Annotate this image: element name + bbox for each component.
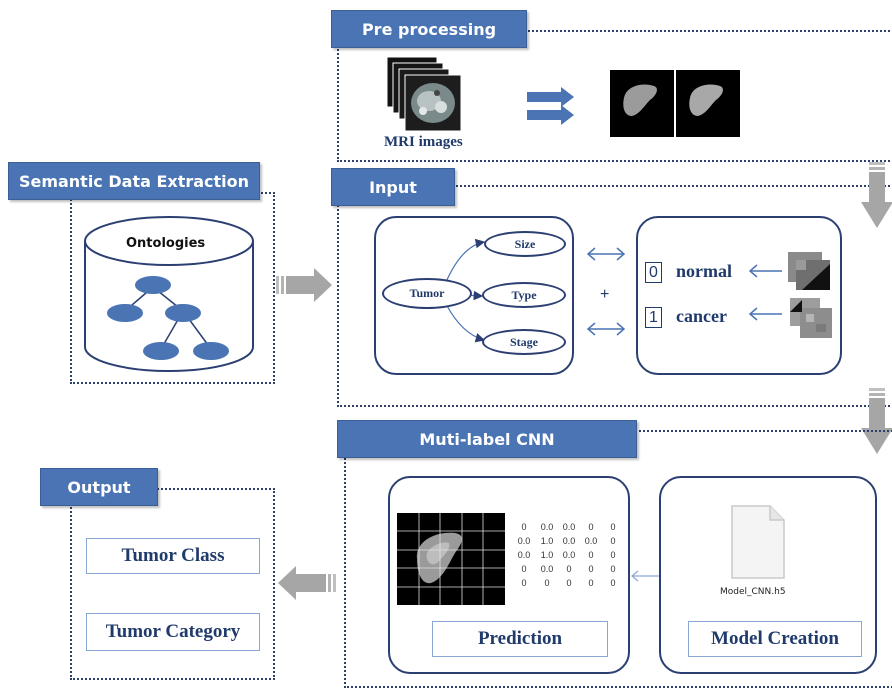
class-label-normal: normal: [676, 261, 732, 281]
arrow-left-icon: [748, 307, 784, 321]
matrix-cell: 0: [544, 578, 550, 588]
class-label-cancer: cancer: [676, 306, 727, 326]
plus-sign: +: [600, 286, 610, 303]
model-creation-label: Model Creation: [688, 621, 862, 657]
preprocessing-panel: [337, 30, 892, 162]
size-node: Size: [484, 231, 566, 257]
matrix-cell: 0.0: [562, 522, 576, 532]
mri-image-stack: [385, 55, 465, 133]
matrix-row: 0 0 0 0 0: [512, 578, 624, 592]
matrix-cell: 1.0: [540, 536, 554, 546]
matrix-cell: 0.0: [562, 536, 576, 546]
tumor-node: Tumor: [382, 278, 472, 309]
matrix-cell: 0.0: [517, 550, 531, 560]
ontologies-label: Ontologies: [126, 236, 206, 251]
matrix-cell: 0: [610, 578, 616, 588]
matrix-cell: 0: [588, 522, 594, 532]
prediction-label: Prediction: [432, 621, 608, 657]
gray-arrow-right-icon: [276, 266, 334, 304]
input-panel: [337, 185, 892, 407]
model-file-label: Model_CNN.h5: [720, 587, 786, 597]
prediction-grid-image: [397, 513, 505, 605]
matrix-cell: 0: [610, 564, 616, 574]
matrix-row: 0 0.0 0.0 0 0: [512, 522, 624, 536]
matrix-cell: 0: [521, 578, 527, 588]
matrix-cell: 0: [588, 578, 594, 588]
prediction-matrix: 0 0.0 0.0 0 0 0.0 1.0 0.0 0.0 0 0.0 1.0 …: [512, 522, 624, 592]
double-arrow-icon: [525, 86, 577, 126]
matrix-cell: 0.0: [517, 536, 531, 546]
matrix-row: 0 0.0 0 0 0: [512, 564, 624, 578]
arrow-left-icon: [748, 264, 784, 278]
matrix-cell: 0: [566, 564, 572, 574]
double-headed-arrow-icon: [585, 321, 627, 337]
matrix-cell: 0: [610, 522, 616, 532]
matrix-cell: 0: [588, 550, 594, 560]
class-labels-box: [636, 216, 842, 375]
class-number-0: 0: [645, 262, 662, 283]
matrix-cell: 0.0: [540, 564, 554, 574]
matrix-cell: 0: [566, 578, 572, 588]
matrix-cell: 0.0: [562, 550, 576, 560]
ontology-database-icon: [83, 215, 255, 375]
cancer-patch-thumbnail: [790, 298, 832, 338]
matrix-cell: 0: [610, 536, 616, 546]
semantic-header: Semantic Data Extraction: [8, 162, 260, 200]
output-header: Output: [40, 468, 158, 506]
normal-patch-thumbnail: [788, 252, 830, 290]
gray-arrow-down-icon: [860, 388, 892, 456]
stage-node: Stage: [482, 329, 566, 355]
double-headed-arrow-icon: [585, 246, 627, 262]
matrix-cell: 0: [521, 522, 527, 532]
type-node: Type: [482, 282, 566, 308]
matrix-cell: 1.0: [540, 550, 554, 560]
gray-arrow-down-icon: [860, 162, 892, 230]
matrix-cell: 0.0: [584, 536, 598, 546]
output-item-tumor-category: Tumor Category: [86, 613, 260, 651]
matrix-cell: 0: [588, 564, 594, 574]
mri-images-label: MRI images: [384, 134, 463, 150]
arrow-left-icon: [630, 569, 660, 582]
matrix-cell: 0.0: [540, 522, 554, 532]
cnn-header: Muti-label CNN: [337, 420, 637, 458]
input-header: Input: [331, 168, 455, 206]
file-icon: [730, 504, 786, 580]
output-item-tumor-class: Tumor Class: [86, 538, 260, 574]
matrix-row: 0.0 1.0 0.0 0.0 0: [512, 536, 624, 550]
class-number-1: 1: [645, 307, 662, 328]
processed-liver-images: [610, 70, 740, 137]
matrix-cell: 0: [521, 564, 527, 574]
output-panel: [70, 488, 275, 680]
matrix-row: 0.0 1.0 0.0 0 0: [512, 550, 624, 564]
gray-arrow-left-icon: [276, 563, 338, 603]
preprocessing-header: Pre processing: [331, 10, 527, 48]
matrix-cell: 0: [610, 550, 616, 560]
